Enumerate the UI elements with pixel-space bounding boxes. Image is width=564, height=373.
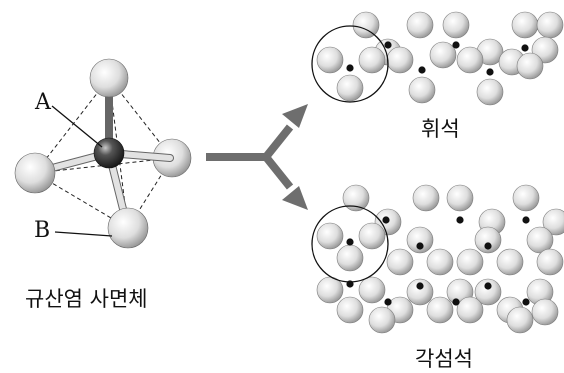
silicon-dot <box>452 41 460 49</box>
silicon-dot <box>384 41 392 49</box>
oxygen-atom <box>506 306 534 334</box>
silicon-dot <box>486 68 494 76</box>
oxygen-atom <box>352 11 380 39</box>
tetrahedron-title: 규산염 사면체 <box>25 287 148 311</box>
oxygen-atom <box>336 244 364 272</box>
oxygen-atom <box>536 248 564 276</box>
oxygen-atom <box>531 298 559 326</box>
oxygen-atom <box>442 11 470 39</box>
silicon-dot <box>416 282 424 290</box>
oxygen-atom <box>496 248 524 276</box>
oxygen-atom <box>406 226 434 254</box>
oxygen-atom <box>386 248 414 276</box>
oxygen-atom <box>456 296 484 324</box>
oxygen-atom <box>316 46 344 74</box>
oxygen-atom <box>358 46 386 74</box>
silicon-dot <box>521 44 529 52</box>
oxygen-atom <box>429 41 457 69</box>
branching-arrow <box>206 124 294 190</box>
oxygen-atom-left <box>14 152 56 194</box>
oxygen-atom <box>412 184 440 212</box>
silicon-dot <box>382 216 390 224</box>
oxygen-atom <box>474 278 502 306</box>
single-chain-structure <box>311 11 564 106</box>
oxygen-atom <box>406 11 434 39</box>
silicon-dot <box>346 64 354 72</box>
silicon-dot <box>522 298 530 306</box>
silicon-dot <box>456 216 464 224</box>
silicate-tetrahedron <box>14 58 192 249</box>
oxygen-atom <box>512 184 540 212</box>
silicon-dot <box>484 242 492 250</box>
oxygen-atom <box>358 276 386 304</box>
label-b: B <box>34 218 51 243</box>
oxygen-atom <box>368 306 396 334</box>
oxygen-atom <box>336 296 364 324</box>
unit-circle <box>311 25 389 103</box>
arrow-heads <box>282 104 308 210</box>
oxygen-atom <box>526 226 554 254</box>
oxygen-atom <box>516 52 544 80</box>
unit-circle <box>311 205 389 283</box>
silicon-dot <box>484 282 492 290</box>
label-a: A <box>35 90 51 115</box>
oxygen-atom <box>446 184 474 212</box>
oxygen-atom-bottom <box>107 207 149 249</box>
oxygen-atom <box>426 248 454 276</box>
silicon-dot <box>522 216 530 224</box>
silicon-dot <box>346 238 354 246</box>
oxygen-atom <box>474 226 502 254</box>
silicon-dot <box>452 298 460 306</box>
double-chain-label: 각섬석 <box>415 347 473 371</box>
oxygen-atom-top <box>89 58 129 98</box>
oxygen-atom <box>408 76 436 104</box>
oxygen-atom <box>336 74 364 102</box>
oxygen-atom <box>316 222 344 250</box>
oxygen-atom <box>386 46 414 74</box>
oxygen-atom <box>456 248 484 276</box>
single-chain-label: 휘석 <box>421 117 460 141</box>
oxygen-atom <box>358 222 386 250</box>
oxygen-atom <box>342 184 370 212</box>
silicon-dot <box>416 242 424 250</box>
silicon-dot <box>418 66 426 74</box>
silicon-dot <box>384 298 392 306</box>
oxygen-atom <box>511 11 539 39</box>
pointer-line-b <box>54 231 113 237</box>
oxygen-atom <box>542 208 564 236</box>
oxygen-atom <box>426 296 454 324</box>
silicon-atom <box>93 137 125 169</box>
oxygen-atom <box>536 11 564 39</box>
oxygen-atom <box>476 78 504 106</box>
pointer-line-a <box>51 105 103 148</box>
double-chain-structure <box>311 184 564 334</box>
oxygen-atom <box>456 46 484 74</box>
oxygen-atom <box>406 278 434 306</box>
